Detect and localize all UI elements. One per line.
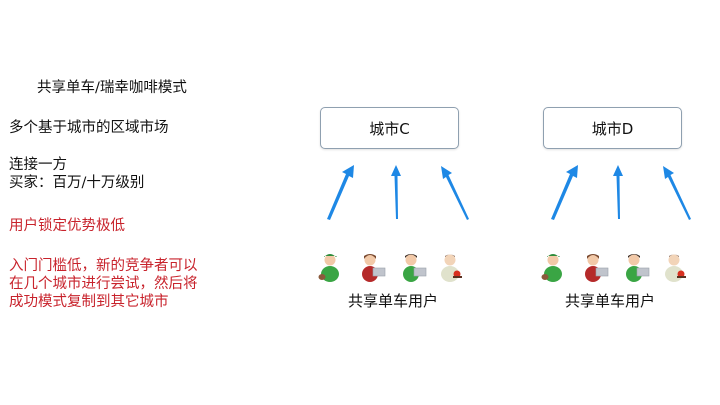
warning-low-barrier-line1: 入门门槛低，新的竞争者可以 [9,258,198,274]
city-d-label: 城市D [591,119,634,138]
user-beige-flower-icon [441,254,462,282]
city-c-box: 城市C [320,107,459,149]
section-title: 共享单车/瑞幸咖啡模式 [37,80,187,96]
point-buyers-scale: 买家：百万/十万级别 [9,175,145,191]
point-connect-one-side: 连接一方 [9,157,67,173]
warning-low-barrier-line3: 成功模式复制到其它城市 [9,294,169,310]
users-label-c: 共享单车用户 [348,292,439,310]
city-c-label: 城市C [369,119,410,138]
user-green-cap-icon [318,254,339,282]
user-red-laptop-icon [362,254,386,282]
warning-low-barrier-line2: 在几个城市进行尝试，然后将 [9,276,198,292]
arrow-icon [613,165,623,219]
arrow-icon [663,166,691,220]
user-red-laptop-icon [585,254,609,282]
users-label-d: 共享单车用户 [565,292,656,310]
user-green-cap-icon [541,254,562,282]
user-green-laptop-icon [403,254,427,282]
arrow-icon [391,165,401,219]
arrow-icon [327,165,354,220]
arrow-icon [441,166,469,220]
user-beige-flower-icon [665,254,686,282]
arrow-icon [551,165,578,220]
warning-low-lockin: 用户锁定优势极低 [9,218,125,234]
user-green-laptop-icon [626,254,650,282]
point-regional-markets: 多个基于城市的区域市场 [9,120,169,136]
city-d-box: 城市D [543,107,682,149]
